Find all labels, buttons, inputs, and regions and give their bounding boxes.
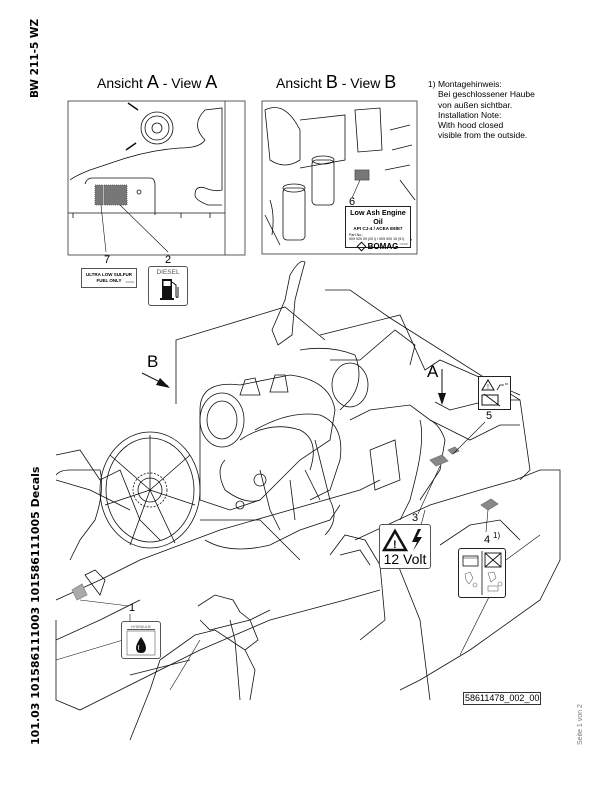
note-line-6: visible from the outside. [438, 130, 528, 141]
view-b-arrow-label: B [147, 352, 159, 371]
engine-assembly [99, 347, 369, 561]
callout-3: 3 [412, 512, 419, 524]
view-a-inset [67, 100, 246, 256]
fuel-pump-icon [160, 279, 179, 300]
disconnect-icon [487, 571, 503, 592]
view-b-prefix: Ansicht [276, 75, 326, 91]
decal-hydraulic: HYDRAULIK [121, 621, 161, 659]
callout-4: 4 [484, 534, 491, 546]
diesel-title: DIESEL [156, 269, 180, 276]
lightning-icon [412, 529, 422, 551]
svg-text:!: ! [393, 539, 397, 551]
note-line-5: With hood closed [438, 120, 504, 131]
callout-5: 5 [486, 410, 493, 422]
view-b-title: Ansicht B - View B [276, 72, 396, 93]
view-b-inset [261, 100, 418, 255]
decal-battery-warning: ! [478, 376, 511, 410]
machine-frame [55, 289, 561, 741]
note-marker: 1) [428, 79, 436, 89]
bomag-diamond-icon [356, 241, 367, 252]
view-arrows [141, 369, 446, 405]
view-b-letter: B [325, 72, 338, 92]
note-line-3: von außen sichtbar. [438, 99, 513, 110]
decal-engine-oil: Low Ash Engine Oil API CJ-4 / ACEA E9/E7… [345, 206, 411, 252]
crossed-box-icon [484, 552, 502, 568]
jump-start-icon [464, 571, 478, 588]
warning-triangle-icon: ! [381, 528, 409, 552]
oil-part-label: Part No.: [349, 233, 364, 237]
callout-7: 7 [104, 254, 111, 266]
view-a-letter2: A [205, 72, 218, 92]
view-b-letter2: B [384, 72, 397, 92]
hydraulic-title: HYDRAULIK [127, 625, 155, 630]
view-a-letter: A [146, 72, 159, 92]
oil-heading: Low Ash Engine Oil [350, 208, 406, 226]
callout-2: 2 [165, 254, 172, 266]
note-line-1: 1) Montagehinweis: [428, 79, 535, 89]
ulsd-line-1: ULTRA LOW SULFUR [86, 272, 132, 277]
note-line-2: Bei geschlossener Haube [438, 89, 535, 100]
ulsd-code: 000000 [125, 281, 134, 284]
callout-6: 6 [349, 196, 356, 208]
view-a-middle: - View [158, 75, 206, 91]
installation-note: 1) Montagehinweis: Bei geschlossener Hau… [428, 79, 535, 141]
decal-diesel: DIESEL [148, 266, 188, 306]
view-a-arrow-label: A [427, 362, 439, 381]
oil-part-numbers: 009 920 09 (20 l) / 009 920 10 (5 l) [349, 237, 405, 241]
battery-safety-icons [462, 551, 503, 595]
oil-code: 000000 [399, 243, 408, 246]
view-a-prefix: Ansicht [97, 75, 147, 91]
view-a-title: Ansicht A - View A [97, 72, 217, 93]
note-line-4: Installation Note: [438, 109, 502, 120]
ulsd-line-2: FUEL ONLY [96, 278, 122, 283]
battery-icon [462, 555, 479, 567]
bomag-brand: BOMAG [367, 242, 399, 251]
drawing-number: 58611478_002_00 [463, 692, 542, 705]
svg-text:!: ! [487, 384, 489, 391]
decal-12-volt: ! 12 Volt [379, 524, 431, 569]
callout-4-note: 1) [493, 531, 501, 540]
callout-1: 1 [129, 602, 136, 614]
decal-ulsd: ULTRA LOW SULFUR FUEL ONLY 000000 [81, 268, 137, 288]
decal-battery-safety [458, 548, 506, 598]
decal-location-markers [71, 446, 499, 601]
battery-warning-icon: ! [481, 379, 508, 407]
voltage-warning-icons: ! [381, 528, 422, 552]
oil-drop-icon [126, 630, 156, 656]
voltage-text: 12 Volt [383, 551, 427, 567]
note-text: Montagehinweis: [437, 79, 502, 89]
bomag-logo: BOMAG [346, 241, 410, 252]
oil-spec: API CJ-4 / ACEA E9/E7 [353, 226, 403, 231]
view-b-middle: - View [337, 75, 385, 91]
